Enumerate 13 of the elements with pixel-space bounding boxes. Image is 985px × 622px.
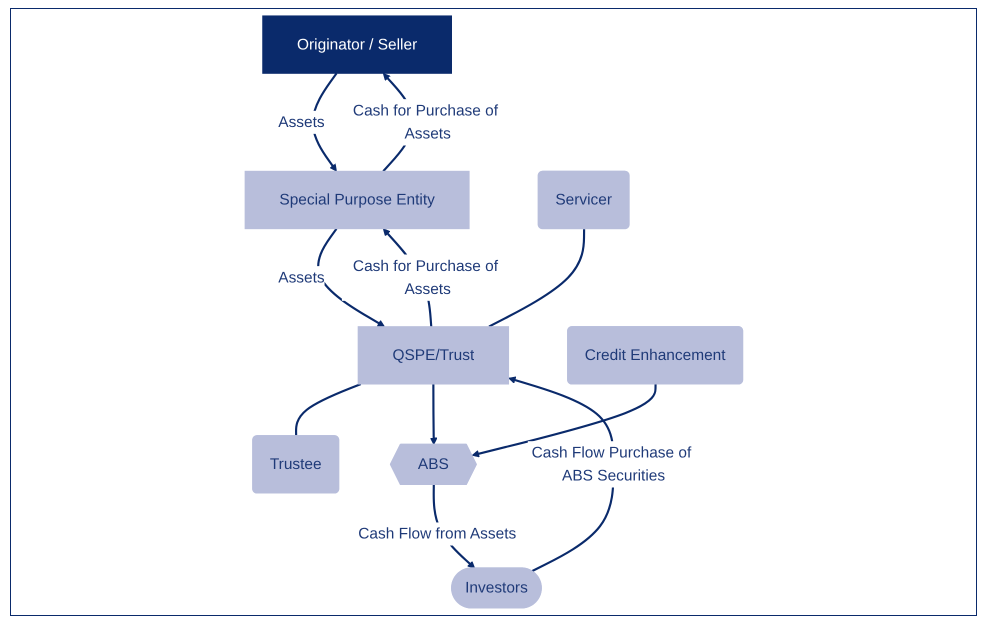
connector [488,229,585,328]
node-box: QSPE/Trust [357,326,509,385]
node-box: Special Purpose Entity [244,170,470,230]
edge-label: Cash for Purchase of Assets [352,257,498,298]
edge-label: Assets [278,113,324,130]
arrow [471,384,656,458]
edge-label: Cash for Purchase of Assets [352,102,498,142]
edge-label: Cash Flow from Assets [358,524,516,542]
edge-label: Assets [278,268,324,286]
node-box: Originator / Seller [262,15,452,74]
edge-label: Cash Flow Purchase of ABS Securities [531,444,691,484]
arrow [430,384,438,445]
connector [294,383,361,436]
